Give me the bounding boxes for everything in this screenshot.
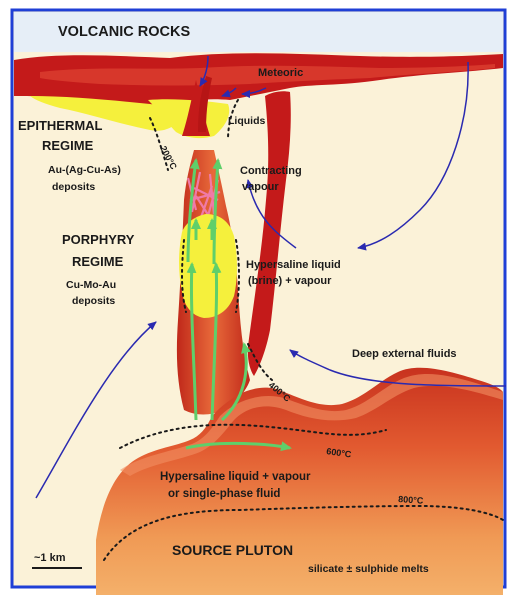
label-single-phase-fluid: or single-phase fluid [168, 488, 280, 500]
label-hypersaline-brine: (brine) + vapour [248, 275, 332, 287]
label-scale: ~1 km [34, 552, 66, 564]
label-contracting: Contracting [240, 165, 302, 177]
label-silicate-melts: silicate ± sulphide melts [308, 563, 429, 575]
label-hypersaline-lower: Hypersaline liquid + vapour [160, 471, 311, 483]
label-source-pluton: SOURCE PLUTON [172, 542, 293, 558]
label-porphyry-regime: REGIME [72, 254, 124, 269]
label-porphyry: PORPHYRY [62, 232, 135, 247]
label-porphyry-deposits-metals: Cu-Mo-Au [66, 279, 116, 291]
label-liquids: Liquids [228, 115, 265, 127]
label-porphyry-deposits: deposits [72, 295, 115, 307]
label-hypersaline-upper: Hypersaline liquid [246, 259, 341, 271]
label-epithermal-deposits-metals: Au-(Ag-Cu-As) [48, 164, 121, 176]
label-meteoric: Meteoric [258, 67, 303, 79]
label-deep-external-fluids: Deep external fluids [352, 348, 457, 360]
label-epithermal-deposits: deposits [52, 181, 95, 193]
label-volcanic-rocks: VOLCANIC ROCKS [58, 24, 190, 40]
label-contracting-vapour: vapour [242, 181, 279, 193]
label-epithermal: EPITHERMAL [18, 118, 103, 133]
label-isotherm-800: 800°C [398, 494, 424, 506]
label-epithermal-regime: REGIME [42, 138, 94, 153]
